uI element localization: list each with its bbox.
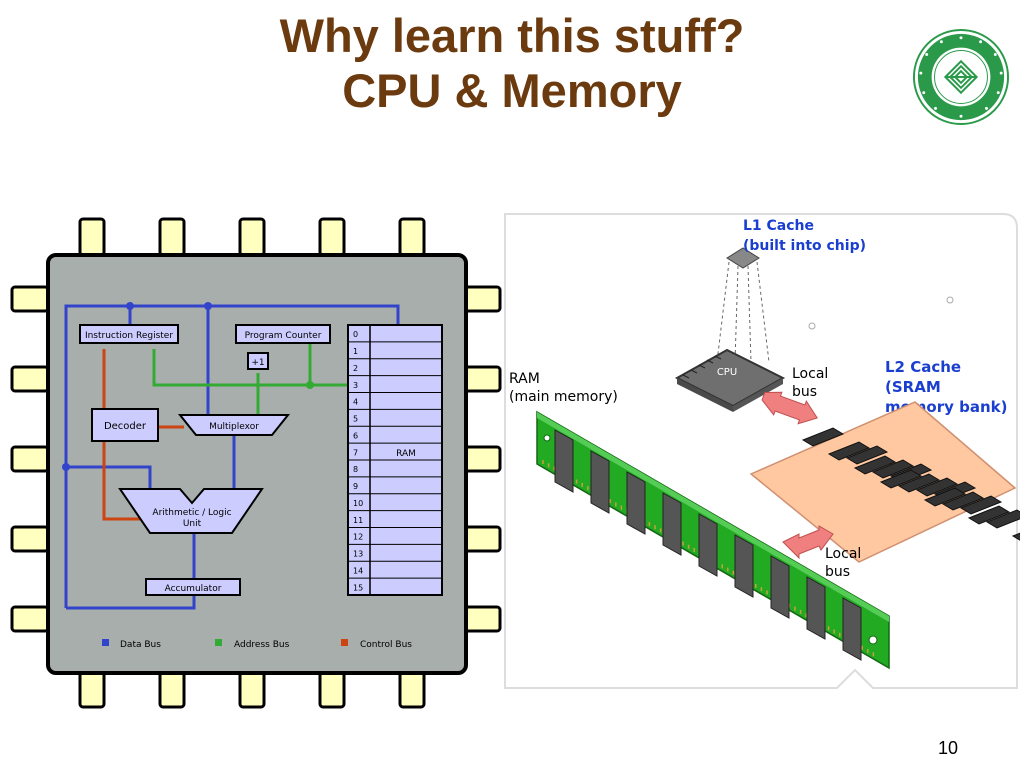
local-bus-1-line2: bus xyxy=(792,384,817,400)
ram-dram-chip xyxy=(842,597,862,661)
ram-dram-chip xyxy=(734,534,754,598)
ram-dram-chip xyxy=(626,471,646,535)
l2-sram-chip xyxy=(985,509,1020,529)
instruction-register-box: Instruction Register xyxy=(79,324,179,344)
program-counter-label: Program Counter xyxy=(245,331,322,341)
ram-address-9: 9 xyxy=(353,482,358,491)
increment-label: +1 xyxy=(251,358,264,368)
l2-cache-line2: (SRAM xyxy=(885,378,941,396)
ram-address-10: 10 xyxy=(353,499,363,508)
l2-cache-board xyxy=(749,401,1020,563)
alu-label-line2: Unit xyxy=(183,519,202,529)
instruction-register-label: Instruction Register xyxy=(85,331,173,341)
ram-subtitle: (main memory) xyxy=(509,389,618,405)
local-bus-2-arrow xyxy=(782,525,834,560)
ram-address-8: 8 xyxy=(353,465,358,474)
ram-address-14: 14 xyxy=(353,566,363,575)
ram-stick xyxy=(536,410,890,670)
local-bus-2-line1: Local xyxy=(825,546,861,562)
program-counter-box: Program Counter xyxy=(235,324,331,344)
l2-sram-chip xyxy=(845,445,889,465)
ram-address-1: 1 xyxy=(353,347,358,356)
l2-sram-chip xyxy=(915,477,959,497)
page-number: 10 xyxy=(938,738,959,758)
legend-address-bus: Address Bus xyxy=(234,640,290,650)
ram-dram-chip xyxy=(770,555,790,619)
control-bus-swatch xyxy=(341,639,348,646)
increment-box: +1 xyxy=(247,352,269,370)
l2-sram-chip xyxy=(801,427,845,447)
l2-sram-chip xyxy=(853,455,897,475)
legend-data-bus: Data Bus xyxy=(120,640,161,650)
multiplexor-label: Multiplexor xyxy=(209,422,259,432)
alu-shape: Arithmetic / Logic Unit xyxy=(118,488,264,534)
ram-address-0: 0 xyxy=(353,330,358,339)
chip-pins xyxy=(10,217,502,709)
multiplexor-shape: Multiplexor xyxy=(177,414,291,436)
ram-dram-chip xyxy=(554,429,574,493)
l1-cache-title: L1 Cache xyxy=(743,218,814,234)
l1-cache-subtitle: (built into chip) xyxy=(743,238,866,254)
ram-dram-chip xyxy=(806,576,826,640)
ram-dram-chip xyxy=(590,450,610,514)
accumulator-label: Accumulator xyxy=(165,584,222,594)
ram-address-7: 7 xyxy=(353,448,358,457)
memory-hierarchy-diagram: CPU L1 Cache (built into chip) Local bus… xyxy=(504,213,1020,689)
local-bus-2-line2: bus xyxy=(825,564,850,580)
ram-dram-chip xyxy=(698,513,718,577)
slide-title-line2: CPU & Memory xyxy=(342,64,682,117)
data-bus-swatch xyxy=(102,639,109,646)
accumulator-box: Accumulator xyxy=(145,578,241,596)
l2-sram-chip xyxy=(923,487,967,507)
l2-sram-chip xyxy=(871,459,915,479)
alu-label-line1: Arithmetic / Logic xyxy=(152,508,231,518)
address-bus-swatch xyxy=(215,639,222,646)
l2-sram-chip xyxy=(959,495,1003,515)
university-logo xyxy=(912,28,1010,126)
l2-sram-chip xyxy=(967,505,1011,525)
ram-address-3: 3 xyxy=(353,381,358,390)
decoder-box: Decoder xyxy=(91,408,159,442)
cpu-chip: CPU xyxy=(674,348,786,412)
l2-sram-chip xyxy=(941,491,985,511)
legend-control-bus: Control Bus xyxy=(360,640,412,650)
l2-sram-chip xyxy=(897,473,941,493)
l2-sram-chip xyxy=(879,469,923,489)
cpu-block-diagram: Instruction Register Program Counter +1 … xyxy=(10,217,502,709)
ram-address-2: 2 xyxy=(353,364,358,373)
ram-address-11: 11 xyxy=(353,516,363,525)
l2-cache-title: L2 Cache xyxy=(885,358,961,376)
l2-sram-chip xyxy=(827,441,871,461)
cpu-chip-label: CPU xyxy=(717,367,737,378)
ram-title: RAM xyxy=(509,371,540,387)
ram-address-5: 5 xyxy=(353,415,358,424)
local-bus-1-arrow xyxy=(761,391,819,425)
bus-legend: Data Bus Address Bus Control Bus xyxy=(102,639,412,650)
l2-sram-chip xyxy=(1011,532,1020,541)
ram-dram-chip xyxy=(662,492,682,556)
l1-cache-chip xyxy=(726,247,760,269)
ram-address-12: 12 xyxy=(353,533,363,542)
ram-address-6: 6 xyxy=(353,431,358,440)
local-bus-1-line1: Local xyxy=(792,366,828,382)
ram-label: RAM xyxy=(396,449,416,459)
ram-address-4: 4 xyxy=(353,398,358,407)
slide-title-line1: Why learn this stuff? xyxy=(279,9,745,62)
decoder-label: Decoder xyxy=(104,421,147,432)
ram-address-13: 13 xyxy=(353,550,363,559)
ram-address-15: 15 xyxy=(353,583,363,592)
slide-title: Why learn this stuff? CPU & Memory xyxy=(0,8,1024,118)
